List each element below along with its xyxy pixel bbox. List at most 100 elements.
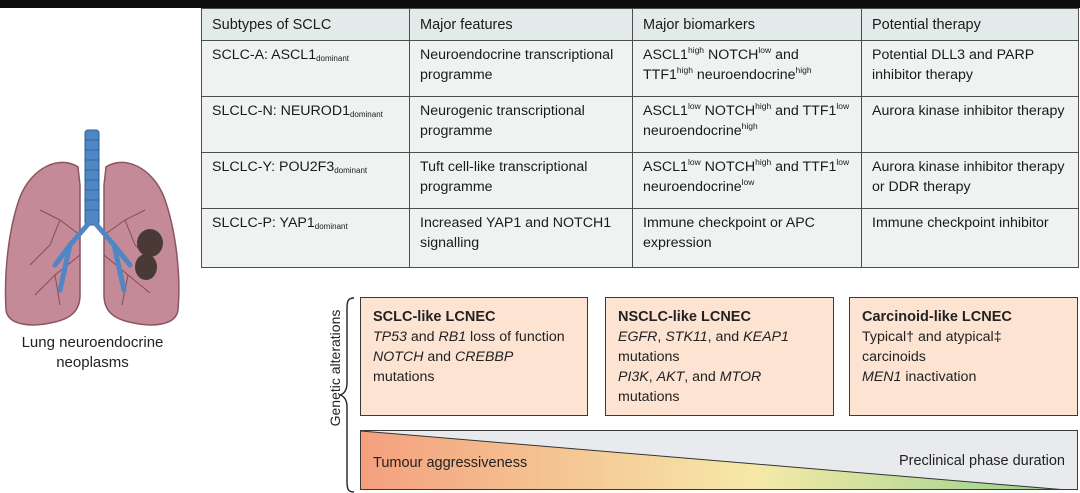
box-line: MEN1 inactivation bbox=[862, 367, 1065, 387]
text-run: , bbox=[657, 329, 666, 345]
expression-level: high bbox=[755, 101, 772, 111]
text-run: ASCL1 bbox=[643, 103, 688, 119]
subtype-name: SLCLC-N: NEUROD1 bbox=[212, 103, 350, 119]
text-run: , and bbox=[707, 329, 744, 345]
gene-name: MEN1 bbox=[862, 369, 902, 385]
lcnec-box-carcinoid-like: Carcinoid-like LCNEC Typical† and atypica… bbox=[849, 297, 1078, 416]
subtype-cell: SLCLC-N: NEUROD1dominant bbox=[201, 96, 410, 153]
gene-name: TP53 bbox=[373, 329, 407, 345]
gene-name: AKT bbox=[656, 369, 685, 385]
subtype-cell: SLCLC-P: YAP1dominant bbox=[201, 208, 410, 268]
text-run: neuroendocrine bbox=[643, 123, 742, 139]
aggressiveness-gradient-bar: Tumour aggressiveness Preclinical phase … bbox=[360, 430, 1078, 490]
therapy-cell: Aurora kinase inhibitor therapy or DDR t… bbox=[861, 152, 1079, 209]
subtype-qualifier: dominant bbox=[316, 54, 350, 63]
expression-level: low bbox=[758, 45, 772, 55]
expression-level: low bbox=[836, 157, 850, 167]
box-line: TP53 and RB1 loss of function bbox=[373, 327, 575, 347]
text-run: neuroendocrine bbox=[643, 179, 742, 195]
header-subtypes: Subtypes of SCLC bbox=[201, 8, 410, 41]
expression-level: low bbox=[687, 101, 701, 111]
trachea-icon bbox=[84, 129, 100, 226]
subtype-qualifier: dominant bbox=[314, 222, 348, 231]
biomarkers-cell: ASCL1low NOTCHhigh and TTF1low neuroendo… bbox=[632, 152, 862, 209]
expression-level: high bbox=[741, 121, 758, 131]
text-run: ASCL1 bbox=[643, 159, 688, 175]
subtype-name: SCLC-A: ASCL1 bbox=[212, 47, 317, 63]
expression-level: low bbox=[741, 177, 755, 187]
expression-level: high bbox=[687, 45, 705, 55]
sclc-subtypes-table: Subtypes of SCLC Major features Major bi… bbox=[201, 8, 1079, 268]
gene-name: KEAP1 bbox=[743, 329, 789, 345]
subtype-cell: SCLC-A: ASCL1dominant bbox=[201, 40, 410, 97]
features-cell: Increased YAP1 and NOTCH1 signalling bbox=[409, 208, 633, 268]
biomarkers-cell: ASCL1low NOTCHhigh and TTF1low neuroendo… bbox=[632, 96, 862, 153]
subtype-qualifier: dominant bbox=[349, 110, 383, 119]
genetic-alterations-bracket bbox=[339, 297, 355, 493]
text-run: neuroendocrine bbox=[692, 67, 796, 83]
text-run: and bbox=[406, 329, 439, 345]
gene-name: NOTCH bbox=[373, 349, 424, 365]
gene-name: CREBBP bbox=[455, 349, 514, 365]
subtype-name: SLCLC-P: YAP1 bbox=[212, 215, 315, 231]
text-run: loss of function bbox=[466, 329, 565, 345]
tumour-aggressiveness-label: Tumour aggressiveness bbox=[373, 455, 528, 471]
gene-name: RB1 bbox=[438, 329, 467, 345]
text-run: mutations bbox=[618, 389, 680, 405]
text-run: and TTF1 bbox=[643, 47, 799, 83]
top-border bbox=[0, 0, 1080, 8]
box-line: mutations bbox=[618, 347, 821, 367]
preclinical-phase-label: Preclinical phase duration bbox=[898, 453, 1065, 469]
header-biomarkers: Major biomarkers bbox=[632, 8, 862, 41]
expression-level: high bbox=[676, 65, 693, 75]
gene-name: STK11 bbox=[665, 329, 708, 345]
features-cell: Tuft cell-like transcriptional programme bbox=[409, 152, 633, 209]
gene-name: PI3K bbox=[618, 369, 649, 385]
box-title: Carcinoid-like LCNEC bbox=[862, 309, 1012, 325]
text-run: NOTCH bbox=[700, 159, 756, 175]
subtype-name: SLCLC-Y: POU2F3 bbox=[212, 159, 335, 175]
tumour-icon bbox=[135, 229, 163, 280]
subtype-cell: SLCLC-Y: POU2F3dominant bbox=[201, 152, 410, 209]
lungs-illustration bbox=[4, 129, 180, 326]
features-cell: Neurogenic transcriptional programme bbox=[409, 96, 633, 153]
box-line: Typical† and atypical‡ carcinoids bbox=[862, 327, 1065, 367]
text-run: , and bbox=[684, 369, 720, 385]
expression-level: low bbox=[836, 101, 850, 111]
header-features: Major features bbox=[409, 8, 633, 41]
text-run: and TTF1 bbox=[771, 159, 837, 175]
table-header-row: Subtypes of SCLC Major features Major bi… bbox=[201, 8, 1079, 41]
gene-name: MTOR bbox=[719, 369, 762, 385]
text-run: , bbox=[648, 369, 657, 385]
therapy-cell: Aurora kinase inhibitor therapy bbox=[861, 96, 1079, 153]
header-therapy: Potential therapy bbox=[861, 8, 1079, 41]
subtype-qualifier: dominant bbox=[334, 166, 368, 175]
genetic-alterations-label: Genetic alterations bbox=[327, 309, 343, 427]
text-run: and TTF1 bbox=[771, 103, 837, 119]
box-line: PI3K, AKT, and MTOR bbox=[618, 367, 821, 387]
lung-caption: Lung neuroendocrine neoplasms bbox=[21, 334, 164, 371]
lcnec-box-sclc-like: SCLC-like LCNEC TP53 and RB1 loss of func… bbox=[360, 297, 588, 416]
text-run: ASCL1 bbox=[643, 47, 688, 63]
box-line: NOTCH and CREBBP mutations bbox=[373, 347, 575, 387]
box-title: SCLC-like LCNEC bbox=[373, 309, 496, 325]
expression-level: high bbox=[795, 65, 812, 75]
box-line: mutations bbox=[618, 387, 821, 407]
text-run: mutations bbox=[618, 349, 680, 365]
gene-name: EGFR bbox=[618, 329, 658, 345]
biomarkers-cell: Immune checkpoint or APC expression bbox=[632, 208, 862, 268]
text-run: inactivation bbox=[901, 369, 977, 385]
text-run: mutations bbox=[373, 369, 435, 385]
text-run: Typical† and atypical‡ carcinoids bbox=[862, 329, 1002, 365]
text-run: NOTCH bbox=[704, 47, 759, 63]
features-cell: Neuroendocrine transcriptional programme bbox=[409, 40, 633, 97]
text-run: Immune checkpoint or APC expression bbox=[643, 215, 815, 251]
therapy-cell: Potential DLL3 and PARP inhibitor therap… bbox=[861, 40, 1079, 97]
box-title: NSCLC-like LCNEC bbox=[618, 309, 751, 325]
text-run: NOTCH bbox=[700, 103, 756, 119]
